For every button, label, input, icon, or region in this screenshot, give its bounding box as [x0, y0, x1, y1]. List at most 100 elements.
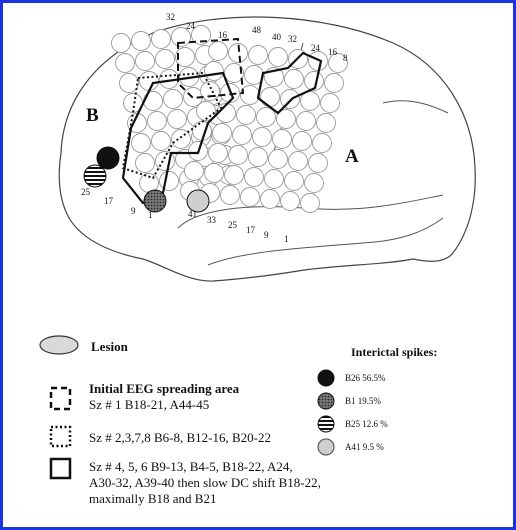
electrode-number: 17 — [104, 196, 113, 206]
brain-diagram — [3, 3, 513, 527]
spike-electrode-b25 — [84, 165, 106, 187]
initial-spread-title: Initial EEG spreading area — [89, 381, 239, 397]
spike-electrode-b1 — [144, 190, 166, 212]
electrode-number: 8 — [343, 53, 348, 63]
electrode — [269, 48, 288, 67]
spike-item-a41: A41 9.5 % — [345, 442, 384, 452]
lesion-label: Lesion — [91, 339, 128, 355]
electrode — [160, 172, 179, 191]
electrode — [253, 128, 272, 147]
region-label-b: B — [86, 105, 99, 127]
electrode — [213, 124, 232, 143]
electrode-number: 24 — [311, 43, 320, 53]
electrode — [313, 134, 332, 153]
electrode — [301, 194, 320, 213]
electrode — [152, 30, 171, 49]
electrode — [132, 32, 151, 51]
electrode — [265, 170, 284, 189]
dashed-square-icon — [49, 386, 73, 412]
posterior-sulcus — [383, 101, 448, 113]
electrode — [309, 52, 328, 71]
electrode-number: 1 — [148, 210, 153, 220]
electrode — [249, 46, 268, 65]
electrode — [297, 112, 316, 131]
spike-item-b25: B25 12.6 % — [345, 419, 388, 429]
electrode — [261, 190, 280, 209]
electrode-number: 25 — [81, 187, 90, 197]
electrode-number: 40 — [272, 32, 281, 42]
electrode-number: 1 — [284, 234, 289, 244]
electrode — [209, 144, 228, 163]
electrode — [261, 88, 280, 107]
electrode-number: 48 — [252, 25, 261, 35]
electrode — [148, 112, 167, 131]
electrode — [152, 132, 171, 151]
solid-square-icon — [49, 457, 73, 481]
electrode — [281, 90, 300, 109]
electrode — [221, 186, 240, 205]
electrode — [245, 168, 264, 187]
electrode-number: 33 — [207, 215, 216, 225]
electrode — [185, 162, 204, 181]
electrode-grid — [112, 26, 348, 213]
electrode — [112, 34, 131, 53]
spike-item-b1: B1 19.5% — [345, 396, 381, 406]
electrode — [249, 148, 268, 167]
electrode — [132, 134, 151, 153]
electrode — [285, 70, 304, 89]
electrode-number: 41 — [188, 209, 197, 219]
figure-frame: B A 32 24 16 48 40 32 24 16 8 25 17 9 1 … — [3, 3, 513, 527]
dotted-square-icon — [49, 425, 73, 449]
region-label-a: A — [345, 146, 359, 168]
electrode — [309, 154, 328, 173]
sz1-description: Sz # 1 B18-21, A44-45 — [89, 397, 209, 413]
spike-legend-striped-icon — [318, 416, 334, 432]
electrode — [225, 166, 244, 185]
electrode — [233, 126, 252, 145]
electrode — [168, 110, 187, 129]
lesion-icon — [38, 333, 82, 357]
sz3-description-line3: maximally B18 and B21 — [89, 491, 216, 507]
electrode-number: 9 — [264, 230, 269, 240]
sz3-description-line2: A30-32, A39-40 then slow DC shift B18-22… — [89, 475, 321, 491]
spike-legend-dotted-icon — [318, 393, 334, 409]
electrode — [205, 164, 224, 183]
spike-electrode-b26 — [97, 147, 119, 169]
electrode — [241, 86, 260, 105]
electrode — [293, 132, 312, 151]
spike-legend-black-icon — [318, 370, 334, 386]
spike-item-b26: B26 56.5% — [345, 373, 386, 383]
electrode — [281, 192, 300, 211]
electrode — [321, 94, 340, 113]
electrode-number: 16 — [328, 47, 337, 57]
electrode-number: 24 — [186, 21, 195, 31]
electrode — [136, 52, 155, 71]
temporal-sulcus — [208, 218, 443, 265]
electrode — [325, 74, 344, 93]
electrode — [241, 188, 260, 207]
sz2-description: Sz # 2,3,7,8 B6-8, B12-16, B20-22 — [89, 430, 271, 446]
sz3-description-line1: Sz # 4, 5, 6 B9-13, B4-5, B18-22, A24, — [89, 459, 293, 475]
electrode — [156, 50, 175, 69]
electrode-number: 32 — [288, 34, 297, 44]
electrode — [289, 152, 308, 171]
electrode — [317, 114, 336, 133]
electrode-number: 17 — [246, 225, 255, 235]
electrode — [229, 146, 248, 165]
electrode — [209, 42, 228, 61]
electrode — [273, 130, 292, 149]
spike-legend-light-icon — [318, 439, 334, 455]
electrode — [237, 106, 256, 125]
electrode — [269, 150, 288, 169]
electrode-number: 25 — [228, 220, 237, 230]
electrode-number: 16 — [218, 30, 227, 40]
electrode — [164, 90, 183, 109]
electrode — [116, 54, 135, 73]
electrode-number: 32 — [166, 12, 175, 22]
interictal-title: Interictal spikes: — [351, 345, 437, 360]
interictal-icons — [315, 368, 337, 458]
electrode — [285, 172, 304, 191]
electrode — [305, 174, 324, 193]
electrode — [140, 72, 159, 91]
electrode — [205, 62, 224, 81]
